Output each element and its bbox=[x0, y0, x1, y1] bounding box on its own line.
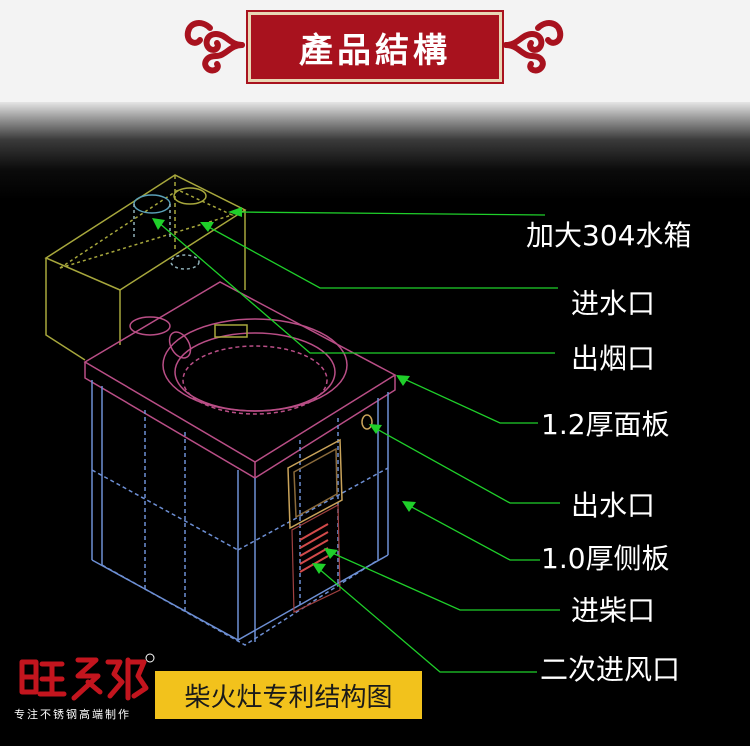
water-outlet-nozzle bbox=[361, 414, 373, 430]
title-plate: 產品結構 bbox=[248, 12, 502, 82]
caption-text: 柴火灶专利结构图 bbox=[184, 682, 393, 713]
leader-lines bbox=[157, 211, 560, 673]
cloud-scroll-icon bbox=[184, 20, 245, 74]
callout-smoke-outlet: 出烟口 bbox=[571, 342, 656, 375]
callout-side-panel: 1.0厚侧板 bbox=[541, 542, 670, 575]
caption-banner: 柴火灶专利结构图 bbox=[155, 671, 422, 719]
brand-logo bbox=[19, 653, 155, 701]
water-tank-wireframe bbox=[44, 174, 247, 361]
callout-firewood-inlet: 进柴口 bbox=[571, 594, 656, 627]
callout-water-inlet: 进水口 bbox=[571, 287, 656, 320]
callout-water-outlet: 出水口 bbox=[571, 489, 656, 522]
tank-pipes bbox=[129, 187, 207, 336]
callout-secondary-air-inlet: 二次进风口 bbox=[540, 653, 681, 686]
top-panel-wireframe bbox=[83, 281, 397, 479]
callout-water-tank: 加大304水箱 bbox=[526, 219, 692, 252]
callout-top-panel: 1.2厚面板 bbox=[541, 408, 670, 441]
page-title: 產品結構 bbox=[299, 30, 451, 71]
brand-slogan: 专注不锈钢高端制作 bbox=[14, 708, 131, 721]
leader-arrowheads bbox=[152, 207, 416, 574]
firebox-door-wireframe bbox=[287, 438, 343, 530]
body-wireframe bbox=[91, 380, 389, 646]
cloud-scroll-icon bbox=[503, 20, 564, 74]
